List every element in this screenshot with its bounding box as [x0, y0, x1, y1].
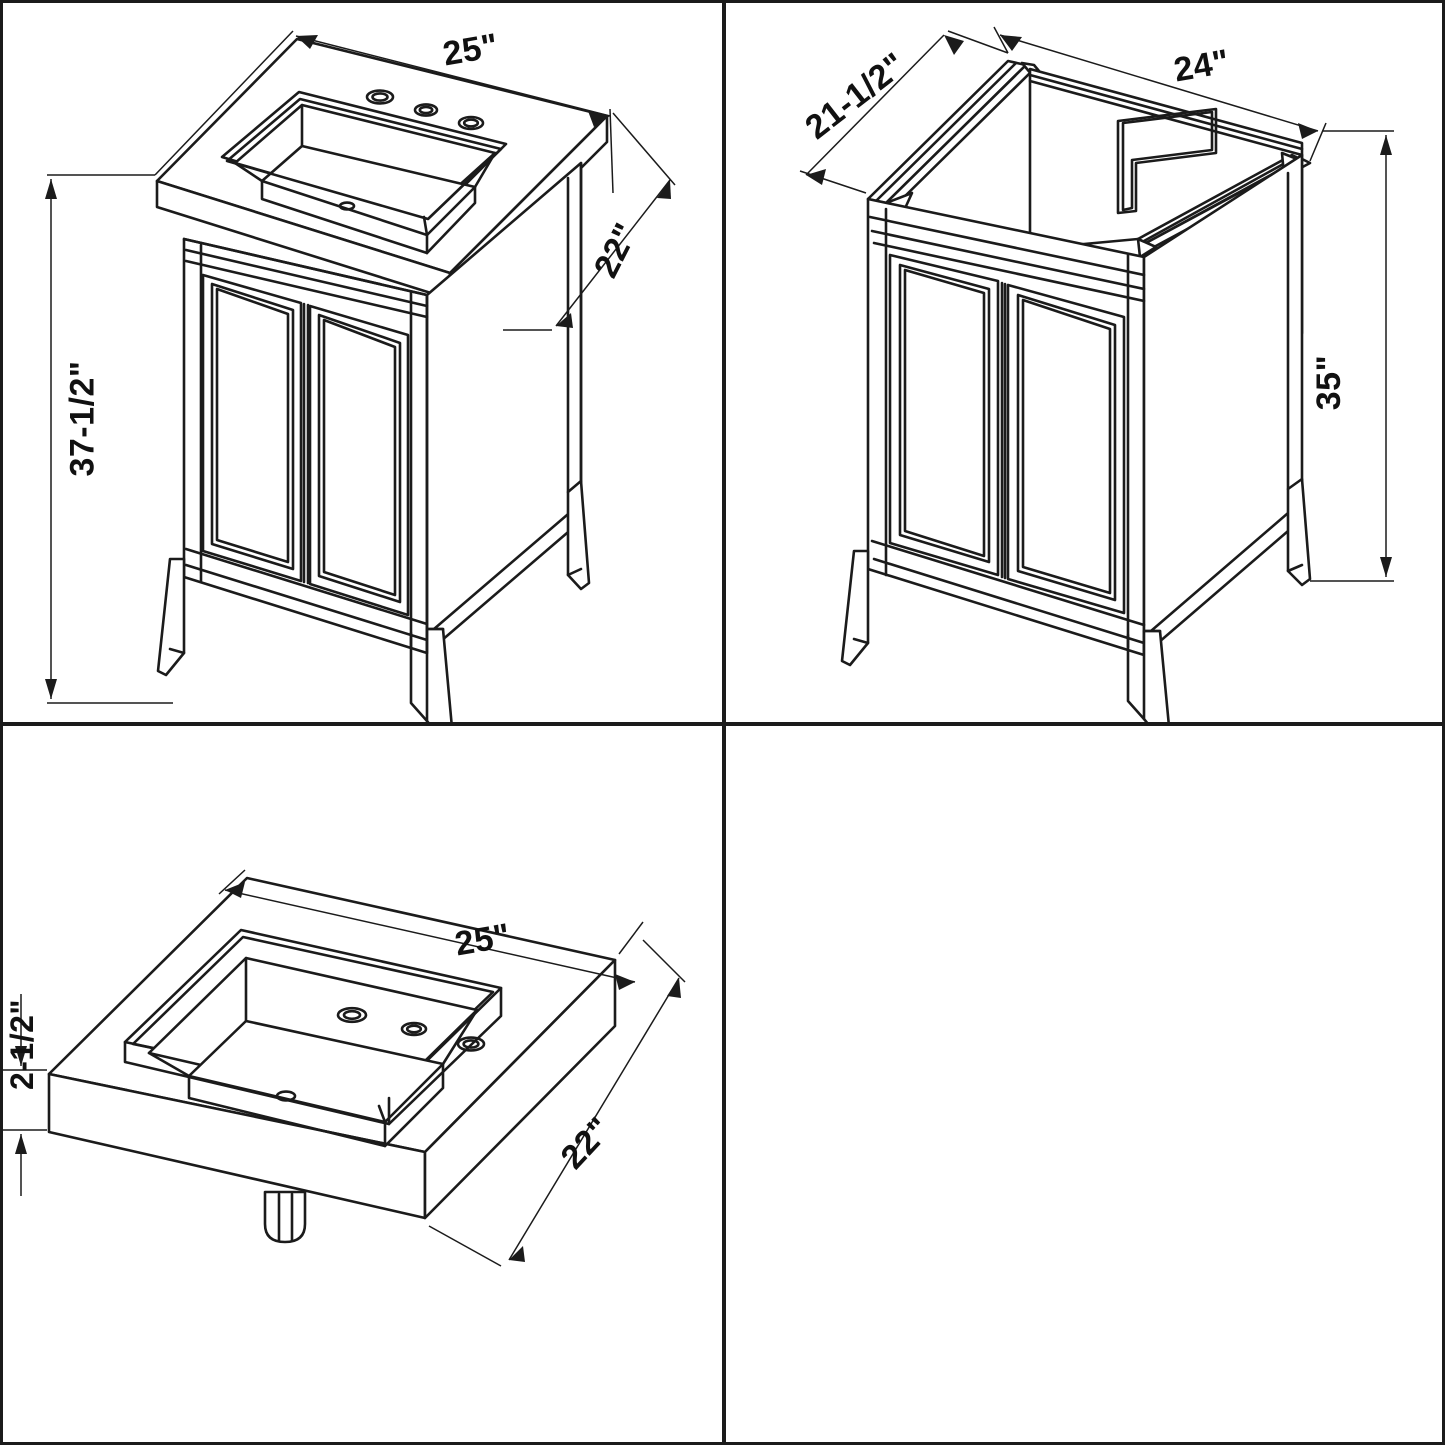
dim-label-cabinet-height: 35" [1310, 354, 1349, 411]
dim-label-sink-top-thickness: 2-1/2" [4, 998, 41, 1091]
panel-cabinet-base-open: 24" 21-1/2" 35" [726, 3, 1442, 722]
panel-divider-horizontal [3, 722, 1442, 726]
panel-blank [726, 726, 1442, 1442]
panel-vanity-assembled: 25" 22" 37-1/2" [3, 3, 722, 722]
panel-sink-top: 25" 22" 2-1/2" [3, 726, 722, 1442]
dim-label-vanity-height: 37-1/2" [63, 360, 102, 477]
